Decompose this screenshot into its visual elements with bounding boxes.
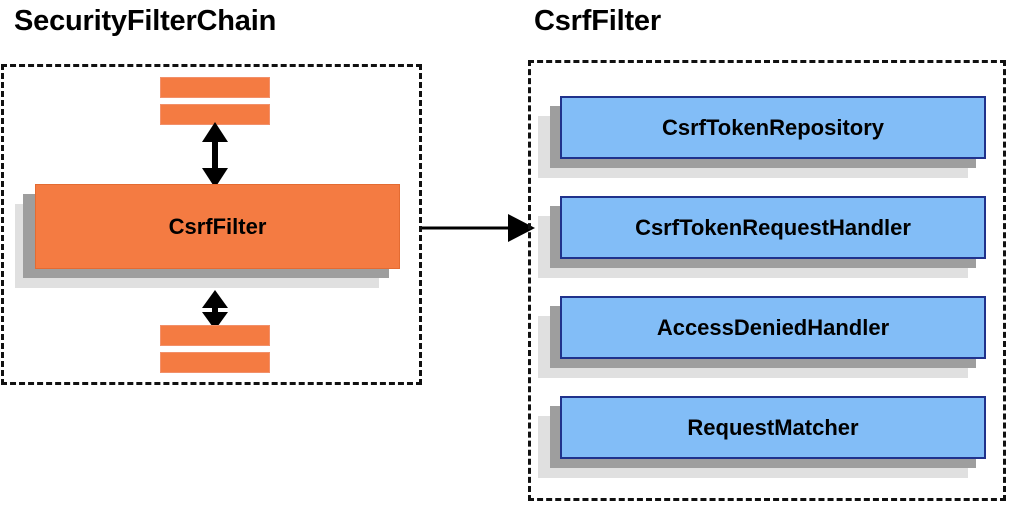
arrow-securityfilterchain-to-csrffilter-icon <box>422 214 535 242</box>
container-security-filter-chain <box>1 64 422 385</box>
group-title-csrf-filter: CsrfFilter <box>534 5 661 37</box>
component-access-denied-handler[interactable]: AccessDeniedHandler <box>538 296 988 390</box>
component-label: AccessDeniedHandler <box>560 296 986 359</box>
component-csrffilter[interactable]: CsrfFilter <box>15 184 405 294</box>
group-title-security-filter-chain: SecurityFilterChain <box>14 5 277 37</box>
component-label: CsrfTokenRequestHandler <box>560 196 986 259</box>
filter-chain-stub-bottom-2 <box>160 352 270 373</box>
component-request-matcher[interactable]: RequestMatcher <box>538 396 988 490</box>
container-csrf-filter <box>528 60 1006 501</box>
component-csrf-token-repository[interactable]: CsrfTokenRepository <box>538 96 988 190</box>
filter-chain-stub-top-1 <box>160 77 270 98</box>
filter-chain-stub-bottom-1 <box>160 325 270 346</box>
double-arrow-chain-above-icon <box>202 122 228 188</box>
component-label: RequestMatcher <box>560 396 986 459</box>
double-arrow-chain-below-icon <box>202 290 228 330</box>
component-csrffilter-label: CsrfFilter <box>35 184 400 269</box>
component-label: CsrfTokenRepository <box>560 96 986 159</box>
component-csrf-token-request-handler[interactable]: CsrfTokenRequestHandler <box>538 196 988 290</box>
